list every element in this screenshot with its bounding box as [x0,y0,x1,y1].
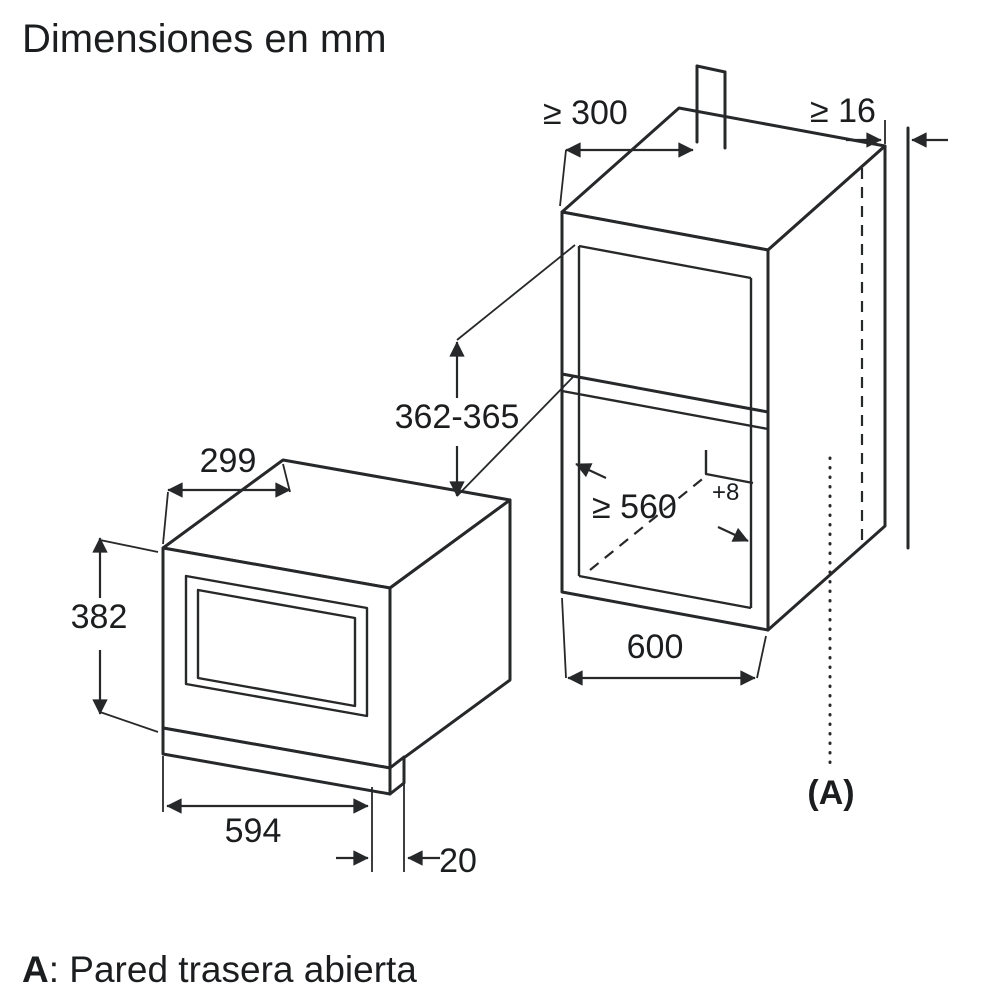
dimension-width: 594 [162,756,373,872]
cabinet-width-label: 600 [627,628,684,666]
rear-wall-callout: (A) [807,456,855,812]
footnote-key: A [22,949,49,990]
shelf-bottom-edge [561,389,769,431]
microwave-door-frame [184,574,369,718]
dimension-niche-height: 362-365 [395,244,576,497]
rear-wall-top-section [695,64,727,150]
top-clearance-label: ≥ 300 [543,94,628,132]
diagram-title: Dimensiones en mm [22,17,387,61]
opening-inner-bottom-edge [578,574,752,610]
cabinet-drawing: ≥ 300 ≥ 16 362-365 ≥ 560 [395,64,948,812]
dimension-depth: 299 [162,442,291,545]
dimension-cabinet-width: 600 [561,597,767,686]
depth-label: 299 [200,442,257,480]
shelf-corner-detail [704,450,754,485]
opening-inner-top-edge [578,244,752,280]
shelf-front-edge [560,372,770,414]
rear-gap-label: ≥ 16 [810,92,876,130]
dimension-trim: 20 [336,783,477,880]
niche-width-label: ≥ 560 [592,488,677,526]
footnote: A: Pared trasera abierta [22,949,417,990]
width-label: 594 [225,812,282,850]
microwave-drawing: 299 382 594 20 [71,442,512,880]
dimension-height: 382 [71,537,159,733]
hidden-floor-edge [589,475,707,571]
trim-label: 20 [439,842,477,880]
dimension-niche-width: ≥ 560 +8 [575,463,749,542]
niche-height-label: 362-365 [395,398,520,436]
footnote-text: : Pared trasera abierta [49,949,418,990]
rear-wall-callout-label: (A) [807,774,854,812]
niche-width-tolerance-label: +8 [712,479,739,506]
dimension-top-clearance: ≥ 300 [543,94,694,207]
microwave-door-window [196,588,357,708]
cabinet-front-face [560,210,770,632]
dimension-rear-gap: ≥ 16 [810,92,948,148]
height-label: 382 [71,598,128,636]
